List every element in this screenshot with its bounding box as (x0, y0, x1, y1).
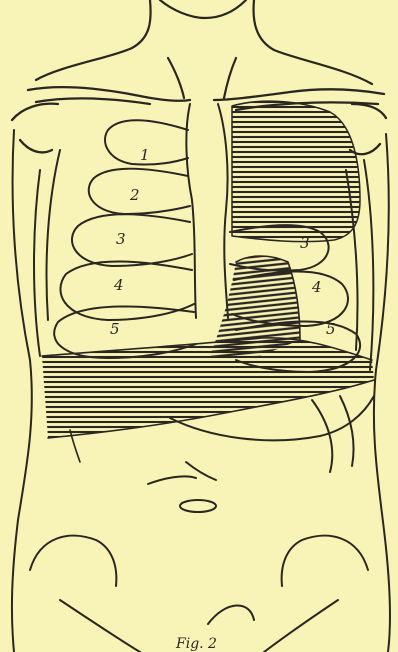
rib-label-2: 2 (129, 186, 140, 204)
figure-caption: Fig. 2 (175, 636, 217, 652)
rib-label-4-left: 4 (311, 278, 322, 296)
rib-label-4: 4 (113, 276, 124, 294)
navel (180, 500, 216, 512)
rib-label-5-left: 5 (326, 320, 336, 338)
liver-dullness-shading (42, 338, 374, 462)
rib-label-3-left: 3 (300, 234, 310, 252)
left-lung-dullness-shading (232, 101, 360, 241)
rib-label-3: 3 (116, 230, 126, 248)
sternum (186, 104, 228, 318)
neck-outline (36, 0, 372, 98)
abdomen-outline (30, 462, 368, 652)
rib-label-5: 5 (110, 320, 120, 338)
rib-label-1: 1 (140, 146, 150, 164)
rib-labels-left-image: 1 2 3 4 5 (110, 146, 150, 338)
